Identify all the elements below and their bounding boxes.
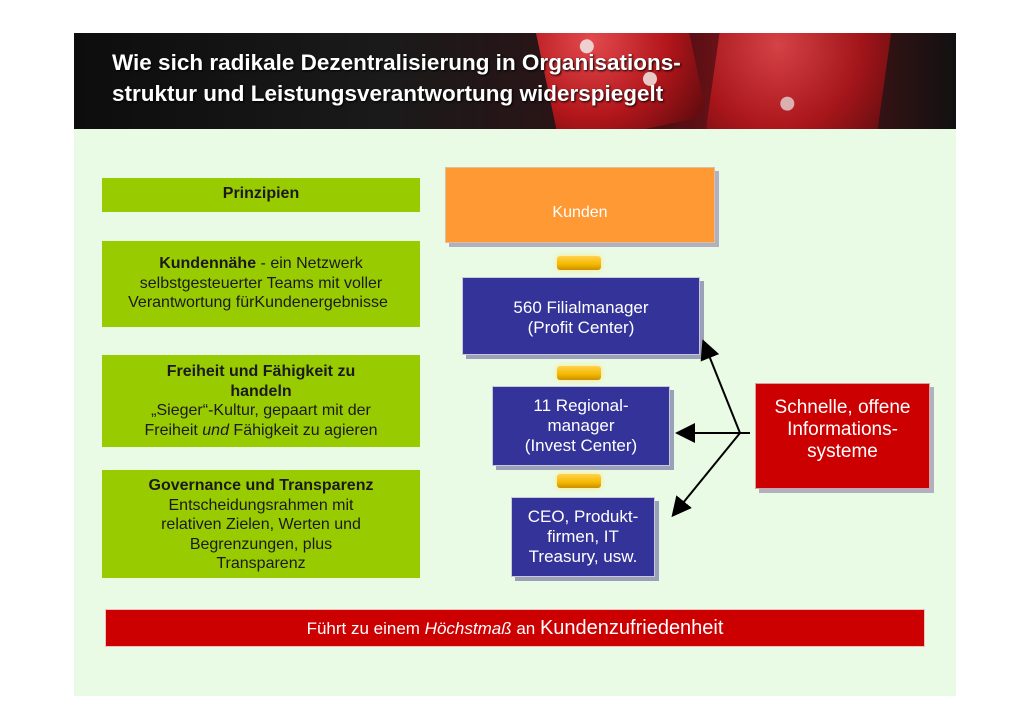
- kunden-label: Kunden: [552, 204, 608, 221]
- principle-text: Freiheit und Fähigkeit zu handeln „Siege…: [102, 355, 420, 440]
- header-banner: Wie sich radikale Dezentralisierung in O…: [74, 33, 956, 129]
- principle-text: Governance und Transparenz Entscheidungs…: [102, 470, 420, 574]
- regionalmanager-line: (Invest Center): [524, 436, 638, 455]
- principle-desc: Fähigkeit zu agieren: [228, 421, 378, 439]
- principle-title: Freiheit und Fähigkeit zu: [166, 363, 356, 380]
- principles-heading-box: Prinzipien: [102, 178, 420, 212]
- principles-heading: Prinzipien: [222, 185, 300, 202]
- principle-kundennaehe: Kundennähe - ein Netzwerk selbstgesteuer…: [102, 241, 420, 327]
- arrow-to-ceo: [671, 432, 741, 518]
- ceo-line: Treasury, usw.: [528, 547, 638, 566]
- slide: Wie sich radikale Dezentralisierung in O…: [74, 33, 956, 696]
- regionalmanager-line: 11 Regional-: [533, 396, 629, 415]
- informationssysteme-box: Schnelle, offene Informations- systeme: [755, 383, 930, 489]
- filialmanager-text: 560 Filialmanager (Profit Center): [463, 278, 699, 338]
- kunden-box: Kunden: [445, 167, 715, 243]
- connector: [557, 256, 601, 270]
- principle-desc: selbstgesteuerter Teams mit voller: [139, 274, 383, 292]
- info-text: Schnelle, offene Informations- systeme: [756, 384, 929, 463]
- info-line: systeme: [807, 441, 878, 462]
- principle-desc: Transparenz: [216, 555, 306, 572]
- bottom-highlight: Kundenzufriedenheit: [539, 617, 724, 639]
- ceo-box: CEO, Produkt- firmen, IT Treasury, usw.: [511, 497, 655, 577]
- principle-title: Governance und Transparenz: [148, 477, 374, 494]
- principle-desc: Entscheidungsrahmen mit: [168, 496, 354, 514]
- ceo-text: CEO, Produkt- firmen, IT Treasury, usw.: [512, 498, 654, 567]
- principle-desc: „Sieger“-Kultur, gepaart mit der: [151, 402, 371, 419]
- regionalmanager-line: manager: [547, 416, 615, 435]
- page-title: Wie sich radikale Dezentralisierung in O…: [112, 47, 872, 109]
- connector: [557, 366, 601, 380]
- bottom-banner: Führt zu einem Höchstmaß an Kundenzufrie…: [105, 609, 925, 647]
- principle-desc: Begrenzungen, plus: [189, 535, 333, 553]
- principle-title: Kundennähe: [159, 255, 257, 272]
- title-line-2: struktur und Leistungsverantwortung wide…: [112, 81, 664, 106]
- bottom-emphasis: Höchstmaß: [424, 619, 512, 638]
- title-line-1: Wie sich radikale Dezentralisierung in O…: [112, 50, 681, 75]
- principle-governance: Governance und Transparenz Entscheidungs…: [102, 470, 420, 578]
- filialmanager-box: 560 Filialmanager (Profit Center): [462, 277, 700, 355]
- ceo-line: firmen, IT: [547, 527, 619, 546]
- ceo-line: CEO, Produkt-: [527, 507, 639, 526]
- principle-text: Kundennähe - ein Netzwerk selbstgesteuer…: [102, 241, 420, 313]
- info-line: Informations-: [787, 419, 898, 440]
- bottom-text: an: [511, 619, 540, 638]
- principle-desc: relativen Zielen, Werten und: [161, 516, 361, 533]
- filialmanager-line: 560 Filialmanager: [513, 298, 649, 317]
- principle-desc: Freiheit: [144, 421, 203, 439]
- principle-emphasis: und: [202, 421, 229, 439]
- principle-title: handeln: [230, 382, 292, 400]
- regionalmanager-box: 11 Regional- manager (Invest Center): [492, 386, 670, 466]
- connector: [557, 474, 601, 488]
- principle-desc: Verantwortung fürKundenergebnisse: [128, 294, 388, 311]
- bottom-text: Führt zu einem: [306, 619, 425, 638]
- arrow-to-filialmanager: [700, 339, 741, 434]
- principle-desc: - ein Netzwerk: [256, 255, 363, 272]
- principle-freiheit: Freiheit und Fähigkeit zu handeln „Siege…: [102, 355, 420, 447]
- filialmanager-line: (Profit Center): [527, 318, 635, 337]
- info-line: Schnelle, offene: [774, 397, 911, 418]
- regionalmanager-text: 11 Regional- manager (Invest Center): [493, 387, 669, 456]
